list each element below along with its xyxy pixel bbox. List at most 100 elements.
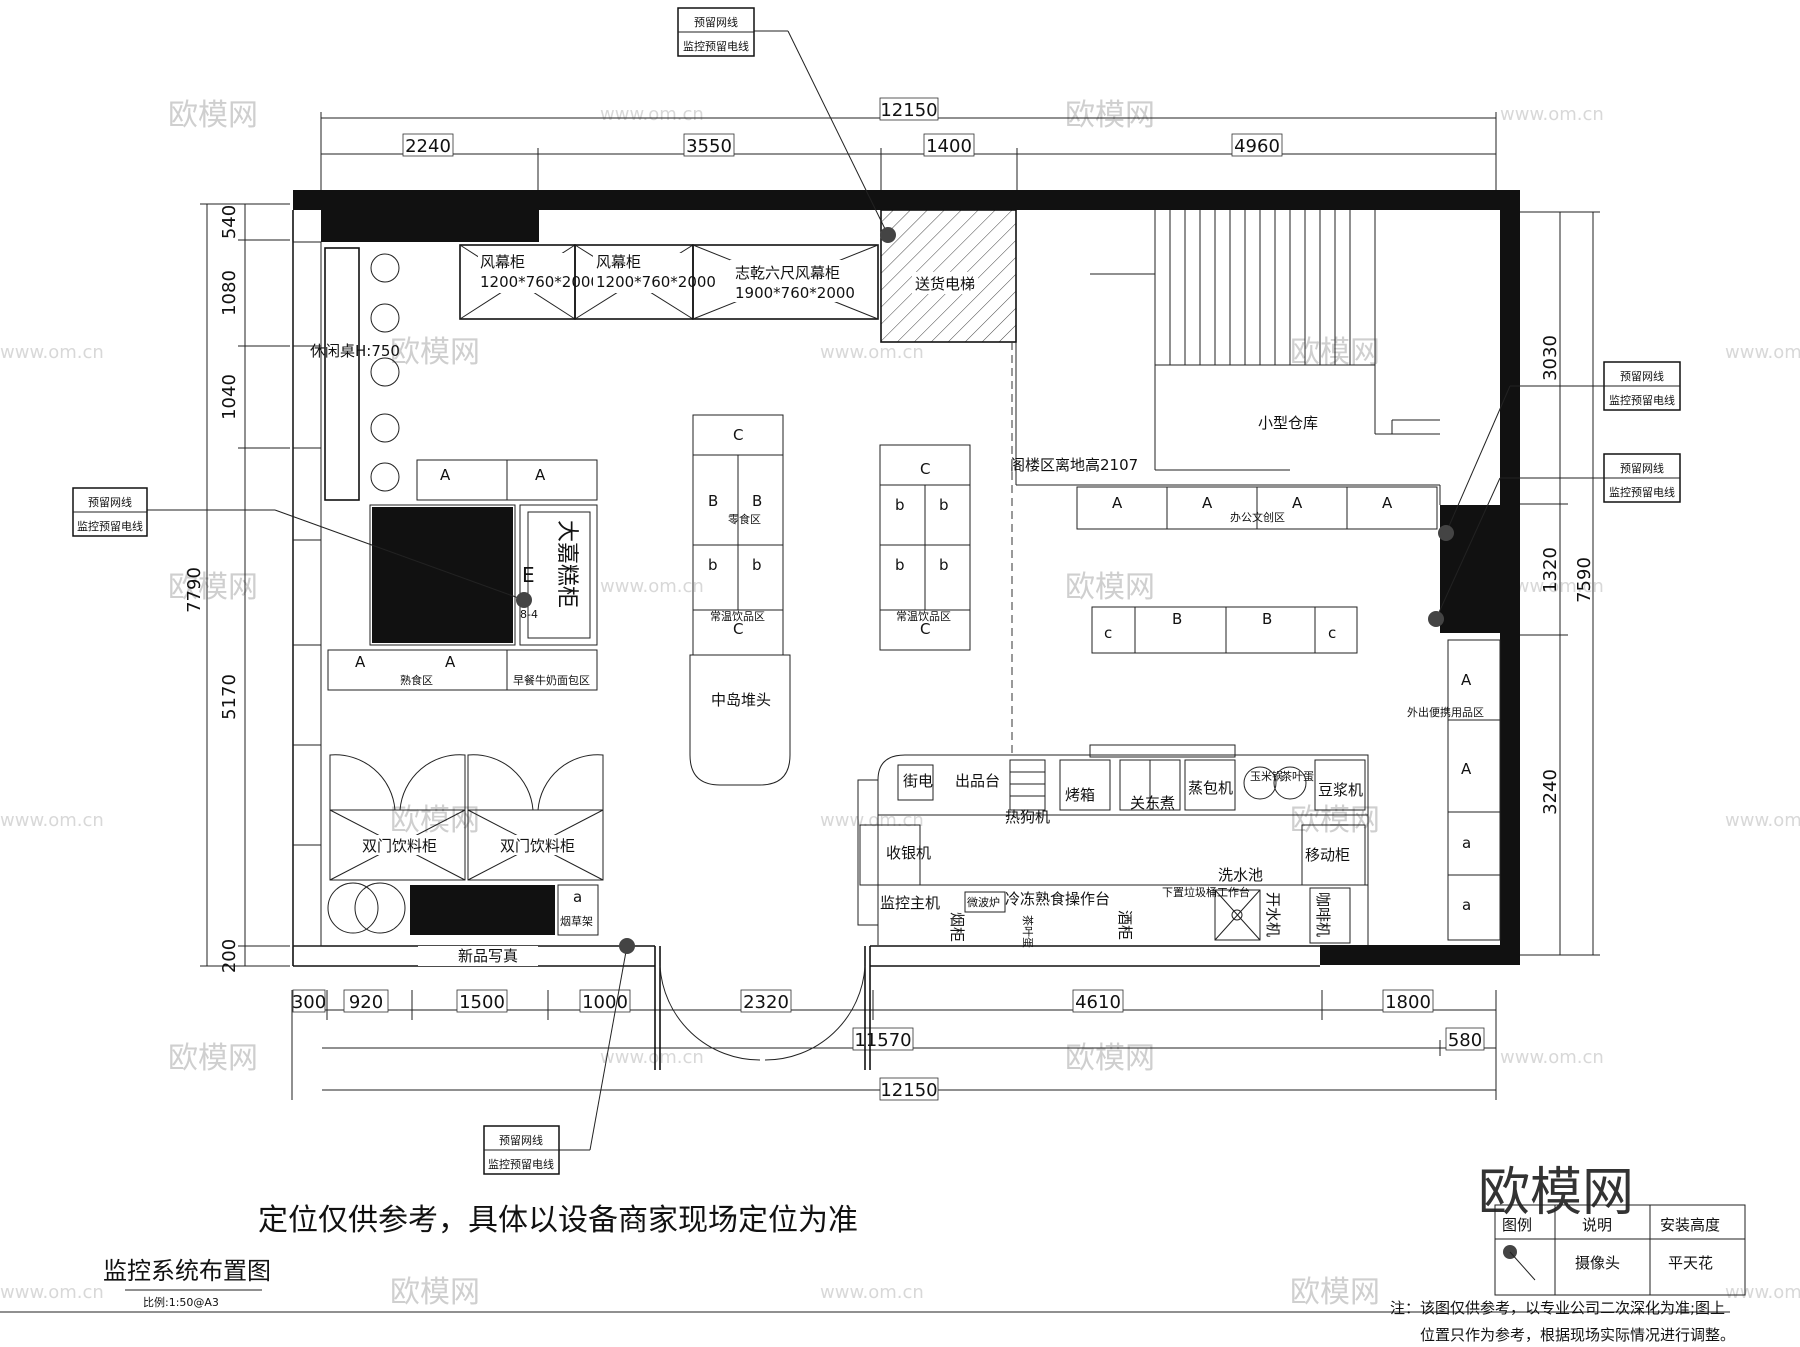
watermark-url: www.om.cn: [600, 576, 704, 597]
dim-top-total: 12150: [880, 100, 937, 121]
water-boiler-label: 开水机: [1264, 892, 1282, 937]
air-curtain-1-name: 风幕柜: [480, 253, 525, 271]
dim-bottom-seg: 1500: [459, 992, 505, 1013]
street-elec-label: 街电: [903, 772, 933, 790]
watermark-logo: 欧模网: [1290, 1275, 1380, 1310]
callout-line2: 监控预留电线: [77, 519, 143, 533]
breakfast-zone-label: 早餐牛奶面包区: [513, 673, 590, 687]
shelf-b: b: [708, 556, 718, 574]
shelf-A: A: [445, 653, 456, 671]
callout-line1: 预留网线: [1620, 369, 1664, 383]
footnote-line2: 位置只作为参考，根据现场实际情况进行调整。: [1420, 1326, 1735, 1344]
shelf-b: b: [939, 496, 949, 514]
air-curtain-3-size: 1900*760*2000: [735, 284, 855, 302]
shelf-A: A: [1292, 494, 1303, 512]
camera-icon: [1428, 611, 1444, 627]
shelf-A: A: [1382, 494, 1393, 512]
watermark-url: www.om.cn: [1500, 576, 1604, 597]
oden-label: 关东煮: [1130, 794, 1175, 812]
dim-bottom-seg: 300: [292, 992, 326, 1013]
west-fixtures: 休闲桌H:750: [292, 241, 400, 947]
mezzanine-label: 阁楼区离地高2107: [1010, 456, 1138, 474]
leisure-table: [324, 247, 360, 501]
watermark-logo: 欧模网: [168, 98, 258, 133]
drawing-title: 监控系统布置图: [103, 1257, 271, 1285]
elevator-label: 送货电梯: [915, 275, 975, 293]
elevator: 送货电梯: [880, 209, 1017, 343]
double-door-2-label: 双门饮料柜: [500, 837, 575, 855]
top-dimensions: 12150 2240 3550 1400 4960: [320, 97, 1497, 190]
watermark-url: www.om.cn: [1725, 810, 1800, 831]
watermark-url: www.om.cn: [1725, 342, 1800, 363]
wine-cab-label: 酒柜: [1116, 910, 1134, 940]
office-zone: A A A A 办公文创区 c B B c: [1076, 486, 1438, 654]
leisure-table-label: 休闲桌H:750: [310, 342, 400, 360]
watermark-url: www.om.cn: [0, 1282, 104, 1303]
shelf-A: A: [535, 466, 546, 484]
legend-header-symbol: 图例: [1502, 1216, 1532, 1234]
callout-line1: 预留网线: [499, 1133, 543, 1147]
soymilk-label: 豆浆机: [1318, 781, 1363, 799]
shelf-A: A: [1461, 671, 1472, 689]
shelf-B: B: [752, 492, 762, 510]
callout-line2: 监控预留电线: [683, 39, 749, 53]
watermark-logo: 欧模网: [390, 335, 480, 370]
dim-top-seg: 1400: [926, 136, 972, 157]
footnote-line1: 注：该图仅供参考，以专业公司二次深化为准;图上: [1390, 1299, 1725, 1317]
callout-line2: 监控预留电线: [1609, 485, 1675, 499]
main-note: 定位仅供参考，具体以设备商家现场定位为准: [258, 1203, 858, 1238]
notes-title-legend: 定位仅供参考，具体以设备商家现场定位为准 监控系统布置图 比例:1:50@A3 …: [0, 1163, 1746, 1344]
shelf-c: c: [1328, 624, 1336, 642]
callout-line2: 监控预留电线: [1609, 393, 1675, 407]
tea-egg2-label: 茶叶蛋: [1021, 915, 1034, 948]
oven-label: 烤箱: [1065, 786, 1095, 804]
room-temp-drinks-label: 常温饮品区: [896, 610, 951, 623]
cashier-label: 收银机: [886, 844, 931, 862]
watermark-url: www.om.cn: [0, 342, 104, 363]
watermark-logo: 欧模网: [1065, 98, 1155, 133]
dim-bottom-seg: 4610: [1075, 992, 1121, 1013]
dim-bottom-total: 12150: [880, 1080, 937, 1101]
tea-egg-label: 茶叶蛋: [1281, 770, 1314, 783]
coffee-label: 咖啡机: [1314, 892, 1332, 937]
camera-icon: [619, 938, 635, 954]
hot-cabinet-label: 烟草架: [560, 914, 593, 928]
watermark-logo: 欧模网: [390, 803, 480, 838]
microwave-label: 微波炉: [967, 895, 1000, 909]
watermark-logo: 欧模网: [168, 1041, 258, 1076]
shelf-A: A: [1202, 494, 1213, 512]
island-label: 中岛堆头: [711, 691, 771, 709]
shelf-B: B: [1172, 610, 1182, 628]
shelf-A: A: [440, 466, 451, 484]
dim-left-seg: 200: [219, 939, 240, 973]
watermark-url: www.om.cn: [1500, 104, 1604, 125]
watermark-url: www.om.cn: [1725, 1282, 1800, 1303]
camera-icon: [1438, 525, 1454, 541]
trash-table-label: 下置垃圾桶工作台: [1162, 885, 1250, 899]
shelf-C: C: [920, 460, 930, 478]
air-curtain-1-size: 1200*760*2000: [480, 273, 600, 291]
new-products-label: 新品写真: [458, 947, 518, 965]
shelf-a: a: [573, 888, 582, 906]
dim-left-seg: 540: [219, 205, 240, 239]
drink-cabinets: 双门饮料柜 双门饮料柜 a 烟草架 新品写真: [327, 754, 604, 966]
watermark-url: www.om.cn: [600, 1047, 704, 1068]
shelf-b: b: [895, 556, 905, 574]
dim-right-seg: 3030: [1540, 335, 1561, 381]
camera-callouts: 预留网线 监控预留电线 预留网线 监控预留电线 预留网线 监控预留电线 预留网线…: [72, 7, 1681, 1175]
cake-sub-label: 8-4: [520, 608, 538, 621]
shelf-c: c: [1104, 624, 1112, 642]
deli-zone-label: 熟食区: [400, 673, 433, 687]
legend-header-desc: 说明: [1582, 1216, 1612, 1234]
callout-line1: 预留网线: [694, 15, 738, 29]
outer-walls: [292, 190, 1520, 1070]
shelf-A: A: [1112, 494, 1123, 512]
watermark-url: www.om.cn: [600, 104, 704, 125]
watermark-logo: 欧模网: [1065, 1041, 1155, 1076]
center-shelf-1: C B B 零食区 b b 常温饮品区 C 中岛堆头: [689, 414, 791, 786]
watermark-url: www.om.cn: [820, 342, 924, 363]
shelf-C: C: [733, 426, 743, 444]
center-shelf-2: C b b b b 常温饮品区 C: [879, 444, 971, 651]
shelf-C: C: [920, 620, 930, 638]
dim-left-seg: 1040: [219, 374, 240, 420]
